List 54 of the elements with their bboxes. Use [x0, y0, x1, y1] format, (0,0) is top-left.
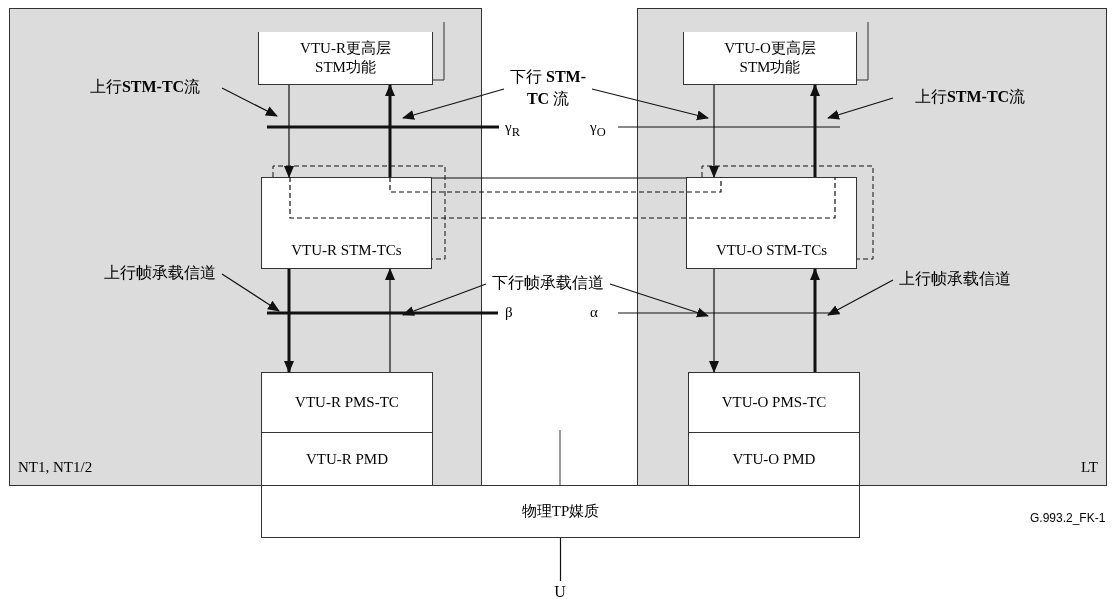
reference-point-label: γ$_{R}$: [505, 119, 520, 140]
function-box: [261, 485, 860, 538]
interface-label: U: [550, 581, 570, 599]
leader-arrow: [827, 279, 894, 316]
connector-line: [431, 177, 687, 179]
dashed-connector: [389, 176, 722, 193]
reference-point-label: γ$_{O}$: [590, 119, 606, 140]
reference-point-label: β: [505, 304, 513, 321]
flow-arrow: [810, 268, 820, 372]
flow-arrow: [810, 84, 820, 177]
flow-arrow: [284, 84, 294, 178]
flow-arrow: [385, 84, 395, 177]
figure-id: G.993.2_FK-1: [1030, 511, 1106, 525]
box-label: VTU-O PMD: [732, 449, 816, 469]
annotation-text: 下行 STM-TC 流: [506, 66, 590, 112]
annotation-text: 上行STM-TC流: [895, 86, 1045, 110]
annotation-text: 上行帧承载信道: [895, 268, 1015, 292]
leader-arrow: [221, 87, 278, 117]
leader-arrow: [609, 283, 709, 318]
leader-arrow: [402, 88, 505, 120]
function-box: [261, 177, 432, 269]
flow-arrow: [709, 84, 719, 178]
region-label: LT: [1081, 458, 1098, 477]
region-label: NT1, NT1/2: [18, 458, 93, 477]
function-box: [688, 432, 860, 486]
leader-arrow: [221, 273, 280, 312]
connector-line: [559, 537, 562, 582]
box-label: VTU-R PMD: [305, 449, 389, 469]
box-label: VTU-R STM-TCs: [291, 241, 402, 260]
function-box: [688, 372, 860, 433]
function-box: [683, 32, 857, 85]
flow-arrow: [284, 269, 294, 373]
function-box: [261, 432, 433, 486]
flow-arrow: [385, 268, 395, 373]
box-label: VTU-R PMS-TC: [295, 393, 399, 412]
reference-point-label: α: [590, 304, 598, 321]
box-label: VTU-R更高层 STM功能: [299, 39, 392, 77]
flow-arrow: [709, 268, 719, 373]
dashed-connector: [289, 176, 836, 219]
annotation-text: 下行帧承载信道: [488, 272, 608, 296]
device-panel: [9, 8, 482, 486]
box-label: VTU-O更高层 STM功能: [723, 39, 817, 77]
box-label: VTU-O STM-TCs: [715, 241, 828, 260]
leader-arrow: [827, 97, 894, 120]
function-box: [686, 177, 857, 269]
device-panel: [637, 8, 1107, 486]
annotation-text: 上行帧承载信道: [100, 262, 220, 286]
box-label: VTU-O PMS-TC: [721, 393, 827, 412]
leader-arrow: [591, 88, 709, 121]
annotation-text: 上行STM-TC流: [70, 76, 220, 100]
function-box: [258, 32, 433, 85]
function-box: [261, 372, 433, 433]
box-label: 物理TP媒质: [521, 502, 600, 521]
leader-arrow: [402, 283, 487, 316]
